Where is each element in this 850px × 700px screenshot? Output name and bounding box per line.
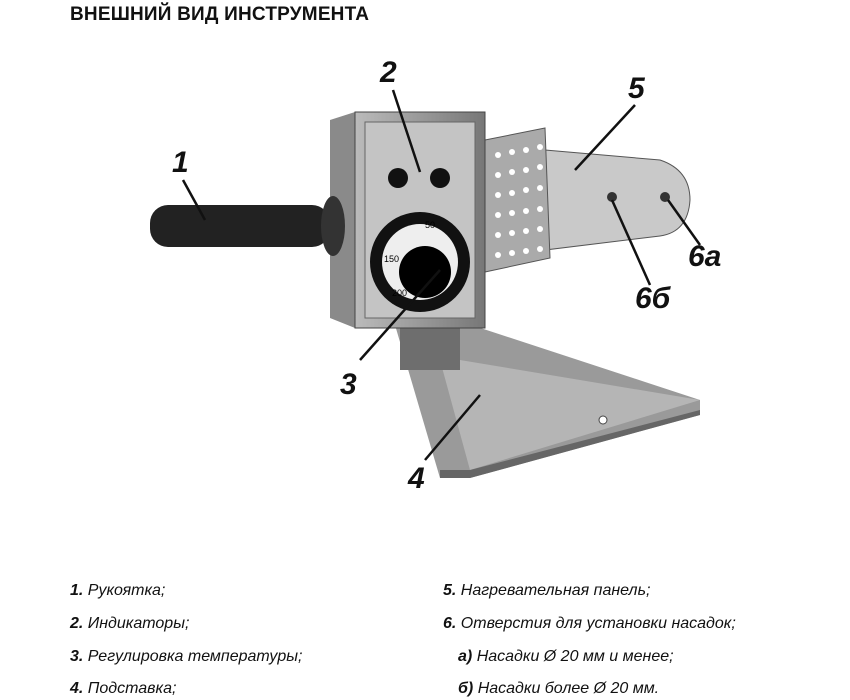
dial-label-150: 150: [384, 254, 399, 264]
indicator-light: [388, 168, 408, 188]
legend-subitem: б) Насадки более Ø 20 мм.: [458, 680, 660, 697]
stand: [395, 300, 700, 478]
legend-item: 4. Подставка;: [70, 680, 177, 697]
callout-1: 1: [172, 146, 189, 179]
callout-5: 5: [628, 72, 645, 105]
temperature-dial: 50 150 200: [370, 212, 470, 312]
legend-item: 2. Индикаторы;: [70, 615, 190, 632]
callout-3: 3: [340, 368, 357, 401]
indicator-light: [430, 168, 450, 188]
callout-2: 2: [380, 56, 397, 89]
dial-label-50: 50: [425, 220, 435, 230]
page-title: ВНЕШНИЙ ВИД ИНСТРУМЕНТА: [70, 4, 370, 25]
legend-item: 1. Рукоятка;: [70, 582, 166, 599]
dial-label-200: 200: [392, 288, 407, 298]
callout-6a: 6а: [688, 240, 722, 273]
callout-4: 4: [408, 462, 425, 495]
handle: [150, 196, 345, 256]
tool-illustration: 50 150 200: [150, 89, 702, 478]
callout-6b: 6б: [635, 282, 671, 315]
legend-item: 3. Регулировка температуры;: [70, 648, 303, 665]
leader-lines: [181, 89, 702, 461]
heater-plate: [484, 127, 691, 273]
legend-item: 6. Отверстия для установки насадок;: [443, 615, 736, 632]
legend-subitem: а) Насадки Ø 20 мм и менее;: [458, 648, 674, 665]
legend-item: 5. Нагревательная панель;: [443, 582, 651, 599]
